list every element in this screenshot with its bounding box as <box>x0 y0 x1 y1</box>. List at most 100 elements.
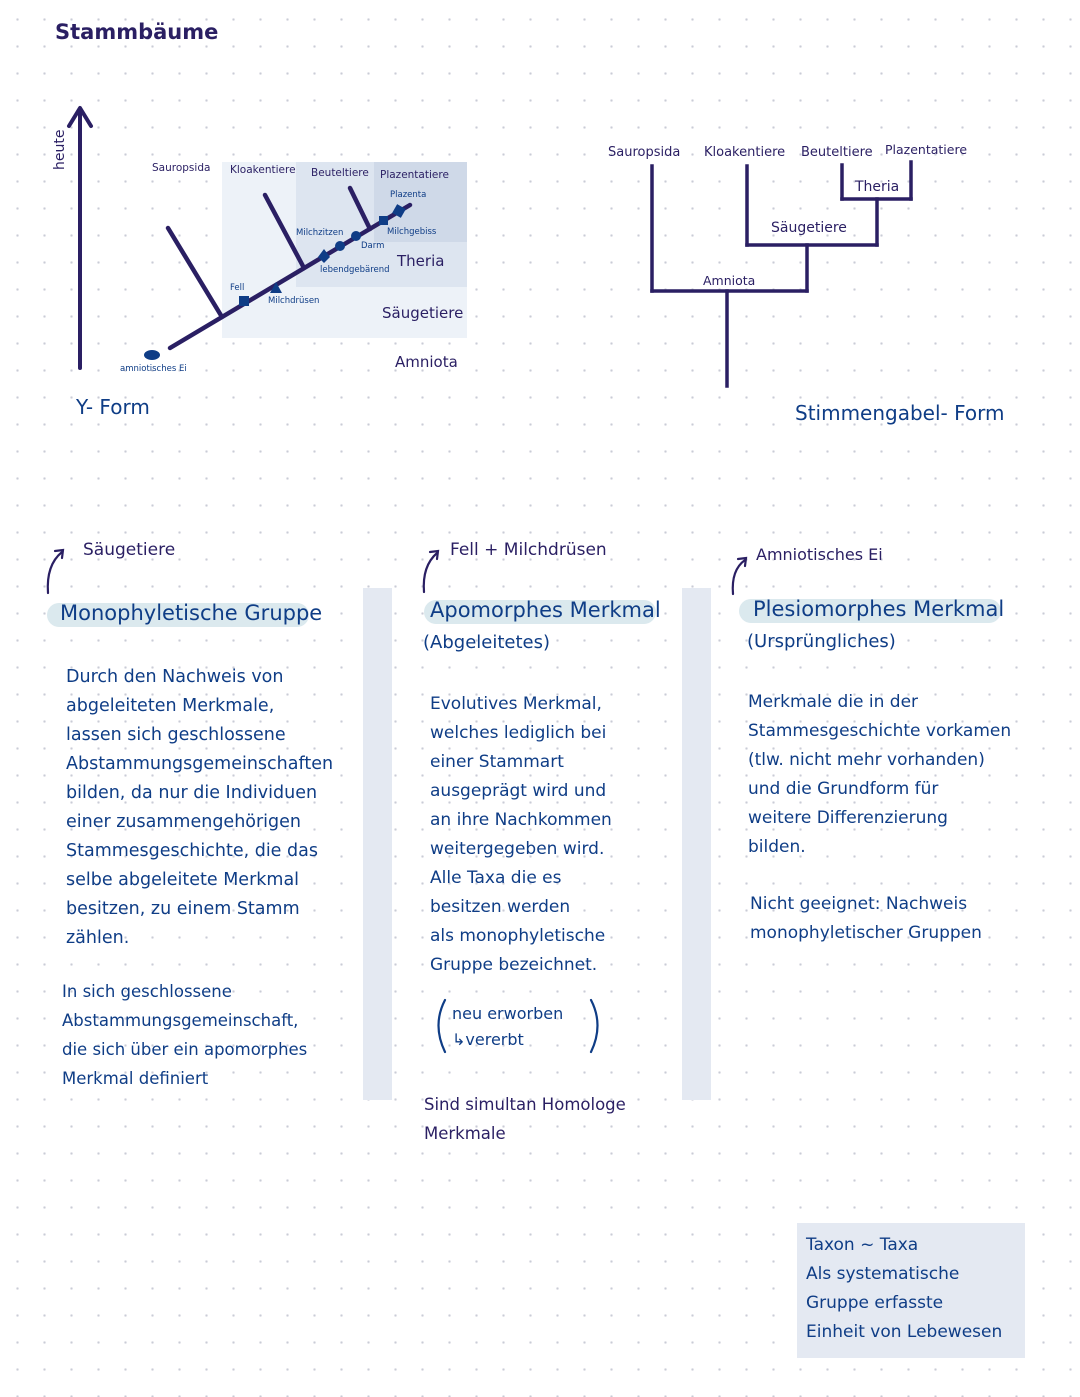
col3-heading: Plesiomorphes Merkmal <box>753 597 1005 621</box>
col3-subheading: (Ursprüngliches) <box>747 631 896 652</box>
col2-example: Fell + Milchdrüsen <box>450 540 607 560</box>
col3-example: Amniotisches Ei <box>756 545 883 564</box>
y-taxon-plazentatiere: Plazentatiere <box>380 169 449 181</box>
col3-p1-line: und die Grundform für <box>748 779 939 799</box>
group-theria-label: Theria <box>397 252 445 270</box>
col2-p1-line: einer Stammart <box>430 752 564 772</box>
col2-subheading: (Abgeleitetes) <box>423 632 551 653</box>
col2-heading-highlight <box>424 600 656 624</box>
trait-placenta-label: Plazenta <box>390 190 427 200</box>
col1-p1-line: zählen. <box>66 928 130 948</box>
fork-node-amniota: Amniota <box>703 273 756 288</box>
col3-p2-line: monophyletischer Gruppen <box>750 923 982 943</box>
col1-p2-line: Merkmal definiert <box>62 1069 209 1088</box>
taxon-note-text: Taxon ~ Taxa Als systematische Gruppe er… <box>806 1231 1021 1347</box>
col3-p1-line: bilden. <box>748 837 806 857</box>
group-amniota-label: Amniota <box>395 353 458 371</box>
arrow-col3-head <box>736 556 748 568</box>
page-title: Stammbäume <box>55 20 219 44</box>
col2-p1-line: Evolutives Merkmal, <box>430 694 602 714</box>
arrow-col3 <box>731 558 747 596</box>
trait-intestine-label: Darm <box>361 241 385 251</box>
branch-sauropsida <box>165 225 225 320</box>
col3-paragraph1: Merkmale die in der Stammesgeschichte vo… <box>748 688 1038 862</box>
trait-milk-glands-label: Milchdrüsen <box>268 296 320 306</box>
col3-p2-line: Nicht geeignet: Nachweis <box>750 894 968 914</box>
col2-p2-line: Merkmale <box>424 1124 506 1143</box>
arrow-col2 <box>422 551 439 594</box>
y-taxon-beuteltiere: Beuteltiere <box>311 167 369 179</box>
col1-p2-line: In sich geschlossene <box>62 982 232 1001</box>
col1-example: Säugetiere <box>83 540 176 560</box>
trait-viviparous-label: lebendgebärend <box>320 265 390 275</box>
col1-p1-line: Stammesgeschichte, die das <box>66 841 318 861</box>
col2-p1-line: Gruppe bezeichnet. <box>430 955 598 975</box>
taxon-note-line: Taxon ~ Taxa <box>806 1235 919 1255</box>
col1-p2-line: Abstammungsgemeinschaft, <box>62 1011 299 1030</box>
fork-taxon-sauropsida: Sauropsida <box>608 145 681 160</box>
col3-heading-highlight <box>739 599 1001 623</box>
col1-heading-highlight <box>47 603 309 627</box>
col1-p1-line: Abstammungsgemeinschaften <box>66 754 334 774</box>
col3-p1-line: (tlw. nicht mehr vorhanden) <box>748 750 985 770</box>
milk-glands-marker <box>270 282 282 293</box>
group-mammals-label: Säugetiere <box>382 304 464 322</box>
col1-p1-line: lassen sich geschlossene <box>66 725 286 745</box>
column-divider-left <box>363 588 392 1100</box>
arrow-col1-head <box>53 548 65 560</box>
col2-p2-line: Sind simultan Homologe <box>424 1095 626 1114</box>
trait-egg-label: amniotisches Ei <box>120 364 187 374</box>
tuning-fork-caption: Stimmengabel- Form <box>795 401 1005 425</box>
taxon-note-line: Einheit von Lebewesen <box>806 1322 1003 1342</box>
col2-bracket-line: ↳vererbt <box>452 1030 524 1049</box>
egg-marker <box>144 350 160 360</box>
nipples-marker <box>318 249 330 263</box>
col2-bracket-line: neu erworben <box>452 1004 564 1023</box>
taxon-note-box <box>797 1223 1025 1358</box>
fur-marker <box>239 296 249 306</box>
col2-p1-line: ausgeprägt wird und <box>430 781 607 801</box>
col1-paragraph1: Durch den Nachweis von abgeleiteten Merk… <box>66 663 366 953</box>
branch-beuteltiere <box>347 185 373 232</box>
col3-p1-line: Stammesgeschichte vorkamen <box>748 721 1012 741</box>
col1-heading: Monophyletische Gruppe <box>60 601 323 625</box>
taxon-note-line: Als systematische <box>806 1264 960 1284</box>
col3-p1-line: weitere Differenzierung <box>748 808 948 828</box>
placentalia-area <box>374 162 467 242</box>
col3-paragraph2: Nicht geeignet: Nachweis monophyletische… <box>750 890 1030 948</box>
col2-p1-line: an ihre Nachkommen <box>430 810 612 830</box>
bracket-right <box>589 998 599 1054</box>
col2-p1-line: weitergegeben wird. <box>430 839 605 859</box>
taxon-note-line: Gruppe erfasste <box>806 1293 944 1313</box>
milk-teeth-marker <box>379 216 388 225</box>
arrow-col1 <box>46 550 64 595</box>
col2-p1-line: welches lediglich bei <box>430 723 607 743</box>
y-taxon-kloakentiere: Kloakentiere <box>230 164 296 176</box>
time-axis-arrowhead <box>67 106 93 128</box>
col2-p1-line: Alle Taxa die es <box>430 868 562 888</box>
fork-taxon-beuteltiere: Beuteltiere <box>801 145 873 160</box>
col3-p1-line: Merkmale die in der <box>748 692 919 712</box>
fork-taxon-kloakentiere: Kloakentiere <box>704 145 786 160</box>
arrow-col2-head <box>428 549 440 561</box>
fork-taxon-plazentatiere: Plazentatiere <box>885 142 968 157</box>
col2-paragraph2: Sind simultan Homologe Merkmale <box>424 1090 674 1148</box>
col1-p1-line: abgeleiteten Merkmale, <box>66 696 275 716</box>
trait-nipples-label: Milchzitzen <box>296 228 344 238</box>
col1-p1-line: bilden, da nur die Individuen <box>66 783 318 803</box>
y-form-caption: Y- Form <box>76 395 150 419</box>
intestine-marker <box>351 231 361 241</box>
placenta-marker <box>392 204 406 218</box>
fork-node-mammals: Säugetiere <box>771 220 847 236</box>
col1-p1-line: selbe abgeleitete Merkmal <box>66 870 300 890</box>
y-taxon-sauropsida: Sauropsida <box>152 162 211 174</box>
column-divider-right <box>682 588 711 1100</box>
col2-p1-line: besitzen werden <box>430 897 571 917</box>
col1-p1-line: besitzen, zu einem Stamm <box>66 899 300 919</box>
trait-milk-teeth-label: Milchgebiss <box>387 227 437 237</box>
trait-fur-label: Fell <box>230 283 245 293</box>
col1-paragraph2: In sich geschlossene Abstammungsgemeinsc… <box>62 977 362 1093</box>
col2-heading: Apomorphes Merkmal <box>430 598 661 622</box>
